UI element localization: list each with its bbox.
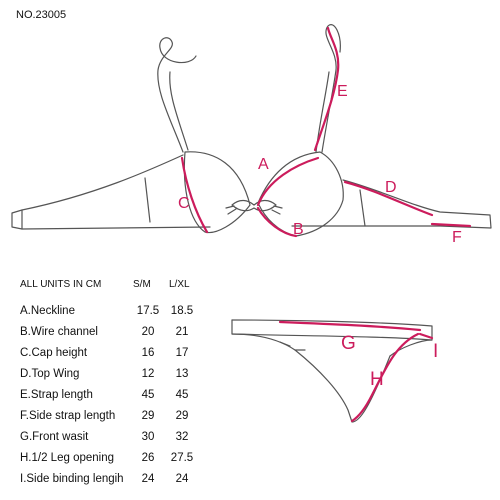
bra-measure-lines: [180, 26, 472, 238]
label-a: A: [258, 156, 269, 173]
row-lxl: 27.5: [170, 452, 194, 464]
row-sm: 12: [141, 368, 155, 380]
row-name: F.Side strap length: [20, 410, 116, 422]
row-lxl: 13: [175, 368, 189, 380]
row-sm: 24: [141, 473, 155, 485]
measure-line-c: [180, 156, 209, 234]
units-label: ALL UNITS IN CM: [20, 279, 102, 290]
label-c: C: [178, 195, 190, 212]
measure-line-i: [418, 332, 434, 340]
measure-line-e: [313, 26, 340, 152]
row-sm: 45: [141, 389, 155, 401]
row-lxl: 18.5: [170, 305, 194, 317]
label-g: G: [341, 333, 356, 354]
measure-line-a: [256, 156, 320, 207]
label-e: E: [337, 83, 348, 100]
row-lxl: 29: [175, 410, 189, 422]
label-f: F: [452, 229, 462, 246]
row-lxl: 21: [175, 326, 189, 338]
label-h: H: [370, 369, 384, 390]
row-name: C.Cap height: [20, 347, 88, 359]
row-name: A.Neckline: [20, 305, 75, 317]
row-sm: 26: [141, 452, 155, 464]
row-lxl: 32: [175, 431, 189, 443]
measure-line-f: [430, 222, 472, 228]
row-sm: 16: [141, 347, 155, 359]
size-header-sm: S/M: [133, 279, 151, 290]
row-lxl: 45: [175, 389, 189, 401]
row-name: B.Wire channel: [20, 326, 98, 338]
label-d: D: [385, 179, 397, 196]
measure-line-d: [343, 180, 434, 217]
measure-line-b: [256, 206, 298, 238]
row-name: I.Side binding lengih: [20, 473, 124, 485]
row-name: E.Strap length: [20, 389, 93, 401]
label-i: I: [433, 341, 438, 362]
measure-line-g: [278, 320, 422, 332]
row-sm: 30: [141, 431, 155, 443]
row-name: H.1/2 Leg opening: [20, 452, 114, 464]
row-name: D.Top Wing: [20, 368, 80, 380]
row-lxl: 17: [175, 347, 189, 359]
size-header-lxl: L/XL: [169, 279, 190, 290]
measure-line-h: [350, 332, 420, 423]
row-lxl: 24: [175, 473, 189, 485]
panty-outline: [231, 319, 433, 423]
product-number: NO.23005: [16, 9, 67, 21]
row-sm: 17.5: [136, 305, 160, 317]
panty-measure-lines: [278, 320, 434, 423]
row-name: G.Front wasit: [20, 431, 89, 443]
row-sm: 20: [141, 326, 155, 338]
bra-outline: [11, 24, 492, 237]
row-sm: 29: [141, 410, 155, 422]
label-b: B: [293, 221, 304, 238]
